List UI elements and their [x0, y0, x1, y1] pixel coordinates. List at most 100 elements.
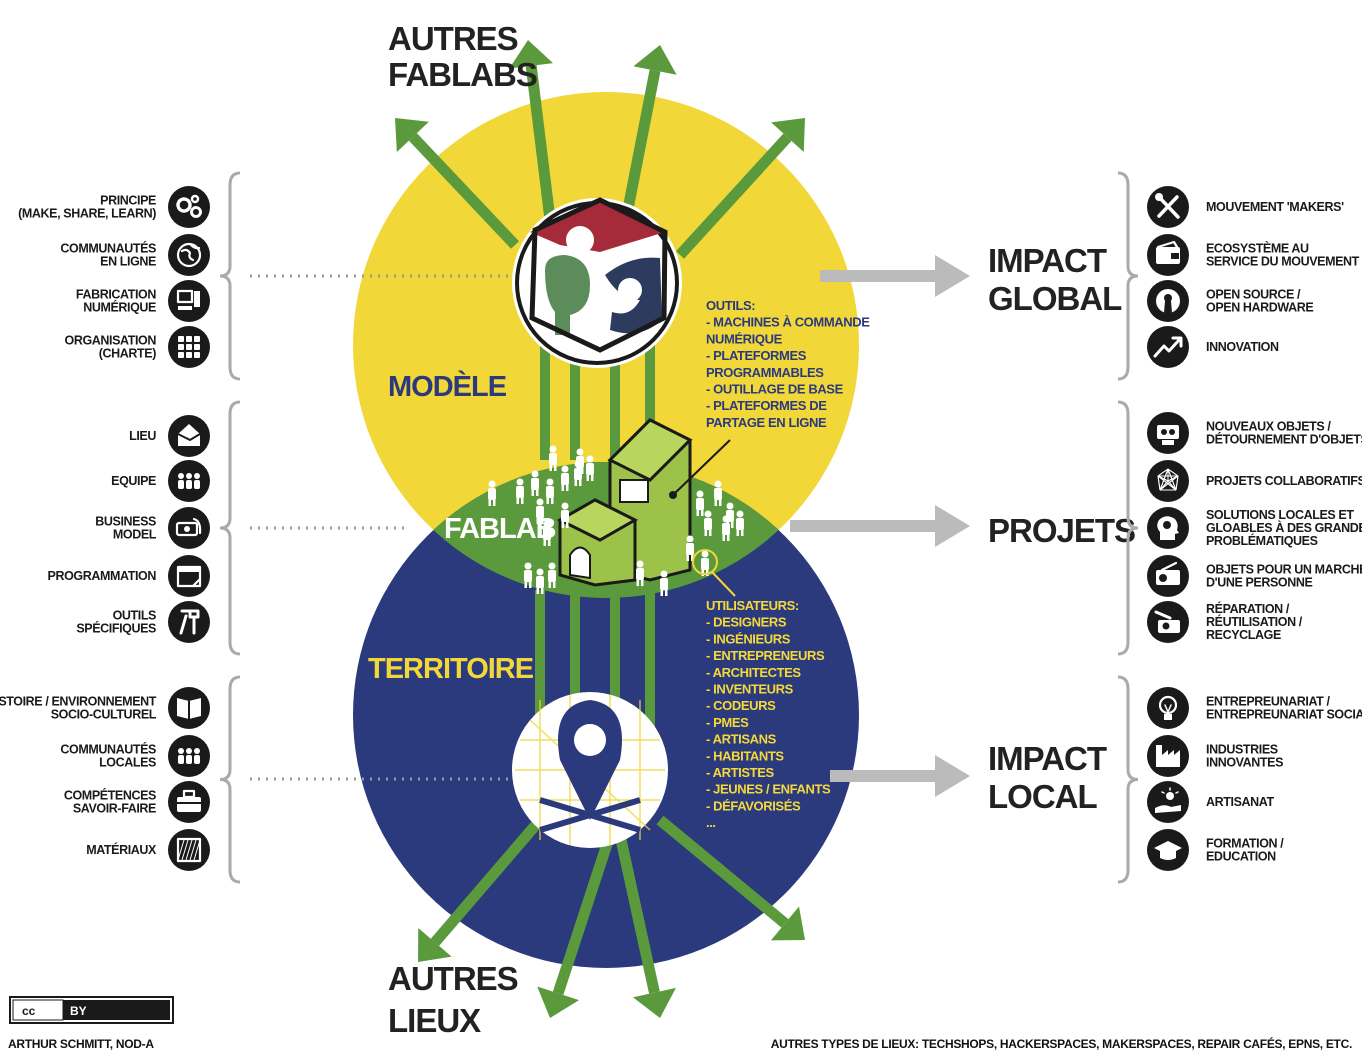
- left-item: PRINCIPE(MAKE, SHARE, LEARN): [18, 186, 210, 228]
- left-item-label: EN LIGNE: [100, 255, 156, 269]
- right-item: MOUVEMENT 'MAKERS': [1147, 186, 1344, 228]
- left-item: EQUIPE: [111, 460, 210, 502]
- dotted-connectors: [250, 274, 510, 781]
- right-item-label: ENTREPREUNARIAT /: [1206, 695, 1330, 709]
- right-item-label: PROBLÉMATIQUES: [1206, 533, 1318, 548]
- person-icon: [686, 535, 694, 561]
- right-item-label: RÉUTILISATION /: [1206, 614, 1303, 629]
- person-icon: [543, 520, 551, 546]
- outcome-global-line2: GLOBAL: [988, 280, 1122, 317]
- outils-line: NUMÉRIQUE: [706, 331, 783, 346]
- person-icon: [701, 550, 709, 576]
- left-item-label: (MAKE, SHARE, LEARN): [18, 207, 156, 221]
- tools-icon: [168, 601, 210, 643]
- network-icon: [1147, 460, 1189, 502]
- users-line: - PMES: [706, 715, 749, 730]
- green-arrow: [675, 118, 805, 259]
- top-label-line1: AUTRES: [388, 20, 518, 57]
- left-item-label: PRINCIPE: [100, 194, 156, 208]
- material-icon: [168, 829, 210, 871]
- footer-note: AUTRES TYPES DE LIEUX: TECHSHOPS, HACKER…: [771, 1036, 1352, 1051]
- book-icon: [168, 687, 210, 729]
- left-item-label: (CHARTE): [99, 347, 156, 361]
- group-brace: [219, 171, 241, 381]
- fablab-logo: [512, 197, 682, 368]
- right-item: INNOVATION: [1147, 326, 1279, 368]
- author-credit: ARTHUR SCHMITT, NOD-A: [8, 1037, 154, 1051]
- person-icon: [548, 562, 556, 588]
- left-item-label: ORGANISATION: [65, 334, 157, 348]
- outils-pointer: [672, 439, 731, 496]
- wrench-icon: [1147, 186, 1189, 228]
- outcome-global-line1: IMPACT: [988, 242, 1107, 279]
- right-item-label: RÉPARATION /: [1206, 601, 1290, 616]
- right-item-label: FORMATION /: [1206, 837, 1284, 851]
- left-item: PROGRAMMATION: [48, 555, 210, 597]
- right-item-label: RECYCLAGE: [1206, 628, 1281, 642]
- person-icon: [714, 480, 722, 506]
- left-item-label: HISTOIRE / ENVIRONNEMENT: [0, 695, 157, 709]
- person-icon: [531, 470, 539, 496]
- person-icon: [546, 478, 554, 504]
- users-line: - DÉFAVORISÉS: [706, 798, 801, 813]
- right-item-label: INDUSTRIES: [1206, 743, 1278, 757]
- right-item: ENTREPREUNARIAT /ENTREPREUNARIAT SOCIAL: [1147, 687, 1362, 729]
- right-item-label: OBJETS POUR UN MARCHÉ: [1206, 562, 1362, 577]
- person-icon: [660, 570, 668, 596]
- person-icon: [586, 455, 594, 481]
- factory-icon: [1147, 735, 1189, 777]
- left-item-label: FABRICATION: [76, 288, 156, 302]
- grid-icon: [168, 326, 210, 368]
- left-item-label: NUMÉRIQUE: [83, 300, 156, 315]
- robot-icon: [1147, 412, 1189, 454]
- left-item-label: MODEL: [113, 528, 157, 542]
- group-brace: [1117, 171, 1139, 381]
- users-line: UTILISATEURS:: [706, 598, 799, 613]
- person-icon: [524, 562, 532, 588]
- right-item-label: ENTREPREUNARIAT SOCIAL: [1206, 708, 1362, 722]
- users-line: - JEUNES / ENFANTS: [706, 782, 831, 797]
- calendar-icon: [168, 555, 210, 597]
- group-brace: [219, 400, 241, 656]
- outils-line: OUTILS:: [706, 298, 755, 313]
- users-line: - HABITANTS: [706, 748, 784, 763]
- left-item-label: SOCIO-CULTUREL: [51, 708, 157, 722]
- right-item-label: DÉTOURNEMENT D'OBJETS: [1206, 432, 1362, 447]
- users-line: - ARTISANS: [706, 732, 777, 747]
- left-item-label: MATÉRIAUX: [86, 842, 157, 857]
- right-item-label: INNOVANTES: [1206, 756, 1283, 770]
- top-label-line2: FABLABS: [388, 56, 537, 93]
- territory-map: [512, 692, 668, 848]
- users-silhouettes: [488, 445, 744, 596]
- left-item: ORGANISATION(CHARTE): [65, 326, 210, 368]
- person-icon: [561, 502, 569, 528]
- left-item-label: LOCALES: [99, 756, 156, 770]
- cc-text: cc: [22, 1004, 36, 1018]
- outils-pointer-dot: [669, 491, 677, 499]
- money-icon: [168, 507, 210, 549]
- right-item-label: D'UNE PERSONNE: [1206, 576, 1312, 590]
- right-item: ARTISANAT: [1147, 781, 1275, 823]
- person-icon: [704, 510, 712, 536]
- person-icon: [549, 445, 557, 471]
- users-pointer: [711, 571, 736, 597]
- person-icon: [696, 490, 704, 516]
- person-icon: [536, 568, 544, 594]
- group-brace: [1117, 675, 1139, 884]
- fablab-building: [556, 418, 693, 587]
- left-item-label: SAVOIR-FAIRE: [73, 802, 156, 816]
- cc-license-badge: cc BY: [9, 996, 174, 1024]
- users-line: - ARCHITECTES: [706, 665, 801, 680]
- zone-modele: MODÈLE: [388, 369, 507, 403]
